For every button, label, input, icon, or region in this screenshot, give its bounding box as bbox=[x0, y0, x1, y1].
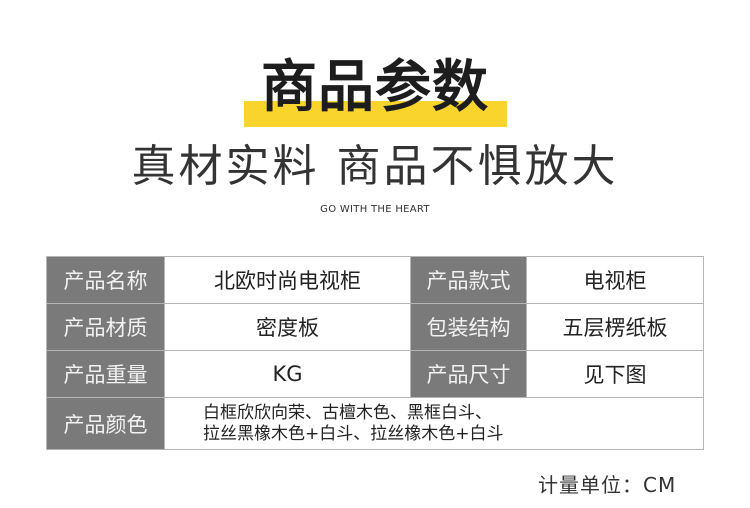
value-packaging: 五层楞纸板 bbox=[526, 303, 704, 351]
table-row: 产品重量 KG 产品尺寸 见下图 bbox=[46, 350, 704, 398]
tagline: GO WITH THE HEART bbox=[320, 204, 430, 215]
value-product-style: 电视柜 bbox=[526, 256, 704, 304]
value-product-size: 见下图 bbox=[526, 350, 704, 398]
table-row: 产品材质 密度板 包装结构 五层楞纸板 bbox=[46, 303, 704, 351]
title-highlight-bar bbox=[244, 101, 507, 127]
label-product-name: 产品名称 bbox=[46, 256, 165, 304]
table-row: 产品名称 北欧时尚电视柜 产品款式 电视柜 bbox=[46, 256, 704, 304]
label-product-weight: 产品重量 bbox=[46, 350, 165, 398]
value-product-weight: KG bbox=[164, 350, 411, 398]
measurement-unit: 计量单位：CM bbox=[538, 473, 677, 497]
label-product-size: 产品尺寸 bbox=[410, 350, 527, 398]
label-packaging: 包装结构 bbox=[410, 303, 527, 351]
color-line-1: 白框欣欣向荣、古檀木色、黑框白斗、 bbox=[203, 402, 492, 423]
label-product-style: 产品款式 bbox=[410, 256, 527, 304]
value-product-material: 密度板 bbox=[164, 303, 411, 351]
table-row: 产品颜色 白框欣欣向荣、古檀木色、黑框白斗、 拉丝黑橡木色+白斗、拉丝橡木色+白… bbox=[46, 397, 704, 450]
title-section: 商品参数 bbox=[0, 0, 750, 127]
label-product-material: 产品材质 bbox=[46, 303, 165, 351]
color-line-2: 拉丝黑橡木色+白斗、拉丝橡木色+白斗 bbox=[203, 423, 504, 444]
parameter-table: 产品名称 北欧时尚电视柜 产品款式 电视柜 产品材质 密度板 包装结构 五层楞纸… bbox=[46, 256, 704, 450]
value-product-color: 白框欣欣向荣、古檀木色、黑框白斗、 拉丝黑橡木色+白斗、拉丝橡木色+白斗 bbox=[164, 397, 704, 450]
label-product-color: 产品颜色 bbox=[46, 397, 165, 450]
value-product-name: 北欧时尚电视柜 bbox=[164, 256, 411, 304]
page-title: 商品参数 bbox=[261, 55, 489, 120]
page-subtitle: 真材实料 商品不惧放大 bbox=[131, 141, 619, 192]
